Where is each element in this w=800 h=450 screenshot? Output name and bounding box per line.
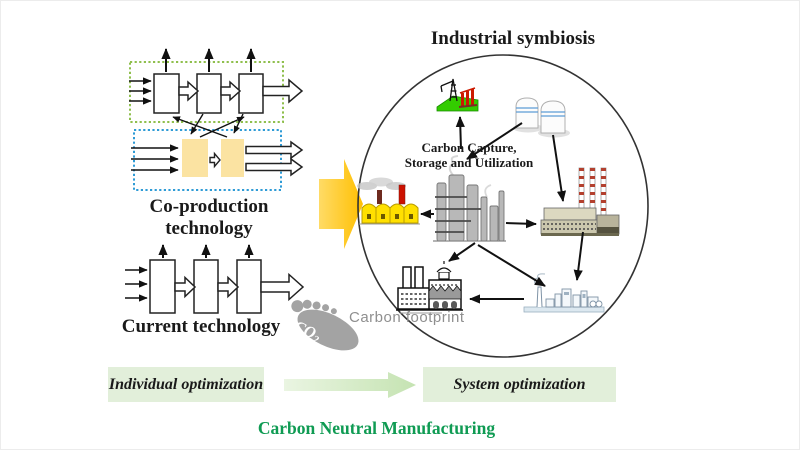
- co-production-unit: [221, 139, 244, 177]
- system-optimization-label: System optimization: [453, 375, 586, 393]
- co2-footprint-icon: [291, 299, 359, 351]
- blue-dotted-frame: [133, 129, 282, 191]
- ccsu-line2: Storage and Utilization: [404, 154, 534, 170]
- figure-title: Carbon Neutral Manufacturing: [257, 418, 496, 438]
- factory-icon: [396, 261, 463, 314]
- industrial-symbiosis-title: Industrial symbiosis: [430, 28, 596, 49]
- individual-optimization-box: Individual optimization: [108, 367, 264, 402]
- carbon-footprint-label: Carbon footprint: [349, 309, 465, 326]
- symbiosis-arrows: [420, 116, 584, 304]
- co-production-diagram: [129, 48, 304, 191]
- big-orange-arrow-icon: [319, 159, 363, 249]
- storage-tanks-icon: [513, 97, 570, 138]
- oil-derrick-icon: [436, 78, 479, 112]
- green-arrow-right-icon: [284, 372, 416, 398]
- industrial-skyline-icon: [523, 273, 605, 313]
- symbiosis-circle: [357, 54, 649, 358]
- smoking-factory-icon: [357, 177, 420, 225]
- power-plant-icon: [540, 167, 620, 236]
- ccsu-label: Carbon Capture, Storage and Utilization: [394, 140, 544, 170]
- chemical-plant-icon: [433, 155, 506, 242]
- ccsu-line1: Carbon Capture,: [421, 140, 517, 155]
- current-technology-diagram: [125, 244, 305, 314]
- current-technology-label: Current technology: [121, 316, 281, 337]
- green-dotted-frame: [129, 61, 284, 123]
- system-optimization-box: System optimization: [423, 367, 616, 402]
- co-production-label: Co-production technology: [149, 196, 269, 239]
- co-production-unit: [182, 139, 208, 177]
- individual-optimization-label: Individual optimization: [108, 375, 264, 393]
